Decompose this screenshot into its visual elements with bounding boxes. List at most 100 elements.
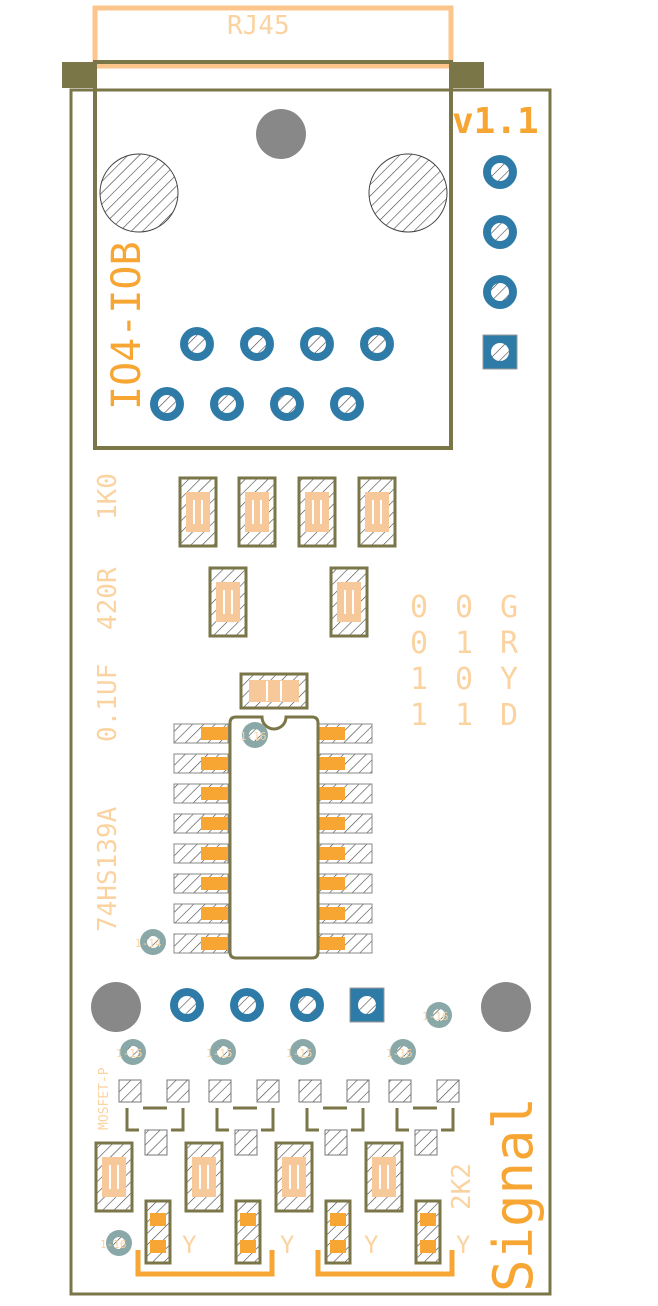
- via-label: 1-16: [240, 730, 267, 743]
- label-mosfet: MOSFET-P: [97, 1067, 112, 1130]
- label-ic: 74HS139A: [93, 806, 123, 932]
- rj45-pin: [240, 327, 274, 361]
- vias: 1-16 1-14 1-16 1-15 1-15 1-15 1-16 1-16: [100, 722, 452, 1256]
- via: 1-16: [240, 722, 268, 748]
- truth-out: Y: [500, 662, 518, 697]
- led-mark: Y: [456, 1231, 471, 1259]
- via: 1-15: [206, 1039, 236, 1065]
- via: 1-16: [100, 1230, 132, 1256]
- rj45-pin: [210, 387, 244, 421]
- resistor: [274, 1141, 314, 1213]
- led-mark: Y: [364, 1231, 379, 1259]
- led: Y: [414, 1199, 471, 1265]
- label-1k0: 1K0: [93, 473, 123, 520]
- led: Y: [144, 1199, 197, 1265]
- resistor: [178, 476, 218, 548]
- via: 1-16: [422, 1002, 452, 1028]
- leds: Y Y Y Y: [144, 1199, 471, 1265]
- rj45-mount-left: [99, 153, 179, 233]
- rj45-body: [93, 60, 453, 450]
- ic-pads-left: [173, 723, 229, 954]
- truth-a: 1: [410, 698, 428, 733]
- board-tab-right: [450, 62, 484, 88]
- via-label: 1-15: [206, 1047, 233, 1060]
- header-bottom: [170, 987, 385, 1023]
- resistor: [208, 566, 248, 638]
- board-tab-left: [62, 62, 96, 88]
- via-label: 1-16: [386, 1047, 413, 1060]
- rj45-pin: [360, 327, 394, 361]
- via-label: 1-14: [135, 937, 162, 950]
- via: 1-16: [386, 1039, 416, 1065]
- ic-body: [228, 715, 320, 960]
- truth-out: R: [500, 626, 519, 661]
- mount-hole-left: [91, 982, 141, 1032]
- mosfet: [298, 1079, 370, 1156]
- mosfet: [208, 1079, 280, 1156]
- version-label: v1.1: [452, 101, 539, 142]
- resistor: [357, 476, 397, 548]
- via: 1-15: [286, 1039, 316, 1065]
- rj45-outline: [92, 5, 454, 69]
- via-label: 1-16: [100, 1238, 127, 1251]
- truth-b: 1: [455, 698, 473, 733]
- label-420r: 420R: [93, 567, 123, 630]
- via-label: 1-15: [286, 1047, 313, 1060]
- resistor: [329, 566, 369, 638]
- header-pin: [230, 988, 264, 1022]
- resistors-2k2: [94, 1141, 404, 1213]
- rj45-pin: [300, 327, 334, 361]
- via: 1-15: [116, 1039, 146, 1065]
- mosfet: [118, 1079, 190, 1156]
- mount-hole-right: [481, 982, 531, 1032]
- signal-label: Signal: [482, 1097, 545, 1292]
- truth-table: 0 0 G 0 1 R 1 0 Y 1 1 D: [410, 590, 519, 733]
- rj45-label: RJ45: [227, 11, 290, 41]
- via: 1-14: [135, 929, 166, 955]
- truth-out: D: [500, 698, 518, 733]
- rj45-center-hole: [256, 109, 306, 159]
- led-mark: Y: [182, 1231, 197, 1259]
- rj45-pin: [330, 387, 364, 421]
- header-pin: [483, 275, 517, 309]
- led-mark: Y: [280, 1231, 295, 1259]
- led: Y: [234, 1199, 295, 1265]
- label-2k2: 2K2: [447, 1163, 477, 1210]
- truth-a: 0: [410, 626, 428, 661]
- truth-a: 1: [410, 662, 428, 697]
- label-cap: 0.1UF: [93, 664, 123, 742]
- resistor: [184, 1141, 224, 1213]
- led-bracket-left: [135, 1250, 275, 1277]
- truth-a: 0: [410, 590, 428, 625]
- ic-pads-right: [317, 723, 373, 954]
- header-pin-square: [482, 334, 518, 370]
- resistor: [297, 476, 337, 548]
- rj45-pins: [150, 327, 394, 421]
- resistor: [237, 476, 277, 548]
- resistors-420r: [208, 566, 369, 638]
- led: Y: [324, 1199, 379, 1265]
- board-id-label: IO4-IOB: [104, 241, 150, 410]
- mosfets: [118, 1079, 460, 1156]
- resistor: [364, 1141, 404, 1213]
- header-pin-square: [349, 987, 385, 1023]
- via-label: 1-15: [116, 1047, 143, 1060]
- board-outline: [69, 88, 552, 1296]
- rj45-pin: [180, 327, 214, 361]
- header-pin: [170, 988, 204, 1022]
- rj45-mount-right: [368, 153, 448, 233]
- truth-b: 0: [455, 662, 473, 697]
- capacitor: [239, 672, 309, 710]
- truth-out: G: [500, 590, 518, 625]
- header-pin: [483, 215, 517, 249]
- header-right: [482, 155, 518, 370]
- header-pin: [483, 155, 517, 189]
- truth-b: 1: [455, 626, 473, 661]
- mosfet: [388, 1079, 460, 1156]
- rj45-pin: [270, 387, 304, 421]
- truth-b: 0: [455, 590, 473, 625]
- resistor: [94, 1141, 134, 1213]
- via-label: 1-16: [422, 1010, 449, 1023]
- resistors-1k0: [178, 476, 397, 548]
